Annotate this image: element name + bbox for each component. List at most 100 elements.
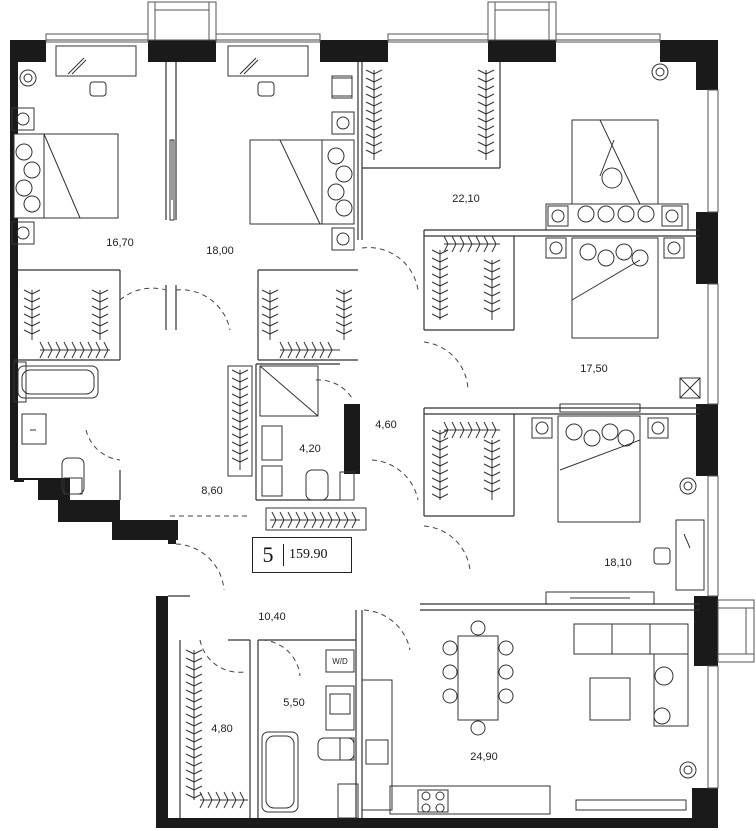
hanger-tick <box>199 799 205 809</box>
hanger-tick <box>483 439 493 445</box>
hanger-tick <box>443 429 449 439</box>
hanger-tick <box>483 275 493 281</box>
hanger-tick <box>485 85 495 91</box>
hanger-tick <box>311 341 317 351</box>
hanger-tick <box>491 235 497 245</box>
hanger-tick <box>185 665 195 671</box>
hanger-tick <box>239 385 249 391</box>
hanger-tick <box>269 289 279 295</box>
hanger-tick <box>99 329 109 335</box>
hanger-tick <box>91 297 101 303</box>
hanger-tick <box>193 705 203 711</box>
hanger-tick <box>303 519 309 529</box>
hanger-tick <box>365 117 375 123</box>
hanger-tick <box>483 299 493 305</box>
hanger-tick <box>231 457 241 463</box>
hanger-tick <box>491 471 501 477</box>
hanger-tick <box>239 409 249 415</box>
hanger-tick <box>451 235 457 245</box>
hanger-tick <box>231 401 241 407</box>
apartment-number: 5 <box>262 542 274 567</box>
hanger-tick <box>483 487 493 493</box>
hanger-tick <box>491 447 501 453</box>
hanger-tick <box>239 799 245 809</box>
hanger-tick <box>193 721 203 727</box>
dressing-room-1-furniture <box>331 63 689 231</box>
hanger-tick <box>491 307 501 313</box>
hanger-tick <box>23 297 33 303</box>
hanger-tick <box>365 85 375 91</box>
hanger-tick <box>261 289 271 295</box>
hanger-tick <box>87 341 93 351</box>
hanger-tick <box>483 267 493 273</box>
hanger-tick <box>31 313 41 319</box>
hanger-tick <box>231 377 241 383</box>
hanger-tick <box>327 519 333 529</box>
hanger-tick <box>185 673 195 679</box>
hanger-tick <box>91 305 101 311</box>
hanger-tick <box>239 377 249 383</box>
hanger-tick <box>23 289 33 295</box>
bathroom-2-fixtures <box>261 649 359 819</box>
hanger-tick <box>491 291 501 297</box>
hanger-tick <box>185 753 195 759</box>
hanger-tick <box>185 761 195 767</box>
hanger-tick <box>193 745 203 751</box>
hanger-tick <box>303 349 309 359</box>
hanger-tick <box>467 421 473 431</box>
hanger-tick <box>231 791 237 801</box>
hanger-tick <box>439 313 449 319</box>
hanger-tick <box>231 385 241 391</box>
hanger-tick <box>79 341 85 351</box>
hanger-tick <box>103 341 109 351</box>
hanger-tick <box>491 243 497 253</box>
hanger-tick <box>343 297 353 303</box>
hanger-tick <box>239 433 249 439</box>
washer-dryer-label: W/D <box>332 657 348 666</box>
room-area-living-kitchen: 24,90 <box>470 751 498 763</box>
hanger-tick <box>271 511 277 521</box>
hanger-tick <box>477 133 487 139</box>
hanger-tick <box>319 341 325 351</box>
hanger-tick <box>439 429 449 435</box>
hanger-tick <box>239 401 249 407</box>
room-area-bedroom-1: 16,70 <box>106 237 134 249</box>
hanger-tick <box>365 149 375 155</box>
hanger-tick <box>335 519 341 529</box>
hanger-tick <box>193 665 203 671</box>
hanger-tick <box>439 257 449 263</box>
hanger-tick <box>483 421 489 431</box>
hanger-tick <box>483 479 493 485</box>
hanger-tick <box>91 289 101 295</box>
hanger-tick <box>439 289 449 295</box>
hanger-tick <box>483 283 493 289</box>
hanger-tick <box>99 289 109 295</box>
hanger-tick <box>287 341 293 351</box>
hanger-tick <box>239 449 249 455</box>
hanger-tick <box>99 321 109 327</box>
hanger-tick <box>477 117 487 123</box>
hanger-tick <box>431 429 441 435</box>
hanger-tick <box>477 141 487 147</box>
hanger-tick <box>185 777 195 783</box>
hanger-tick <box>431 453 441 459</box>
hanger-tick <box>23 329 33 335</box>
hanger-tick <box>261 305 271 311</box>
hanger-tick <box>431 461 441 467</box>
hanger-tick <box>477 69 487 75</box>
hanger-tick <box>491 479 501 485</box>
hanger-tick <box>239 417 249 423</box>
hanger-tick <box>63 341 69 351</box>
hanger-tick <box>483 447 493 453</box>
hanger-tick <box>99 313 109 319</box>
hanger-tick <box>365 93 375 99</box>
hanger-tick <box>431 265 441 271</box>
hanger-tick <box>231 393 241 399</box>
hanger-tick <box>343 519 349 529</box>
hanger-tick <box>303 341 309 351</box>
hanger-tick <box>439 485 449 491</box>
hanger-tick <box>231 433 241 439</box>
door-swings <box>85 247 471 677</box>
hanger-tick <box>231 425 241 431</box>
hanger-tick <box>373 133 383 139</box>
